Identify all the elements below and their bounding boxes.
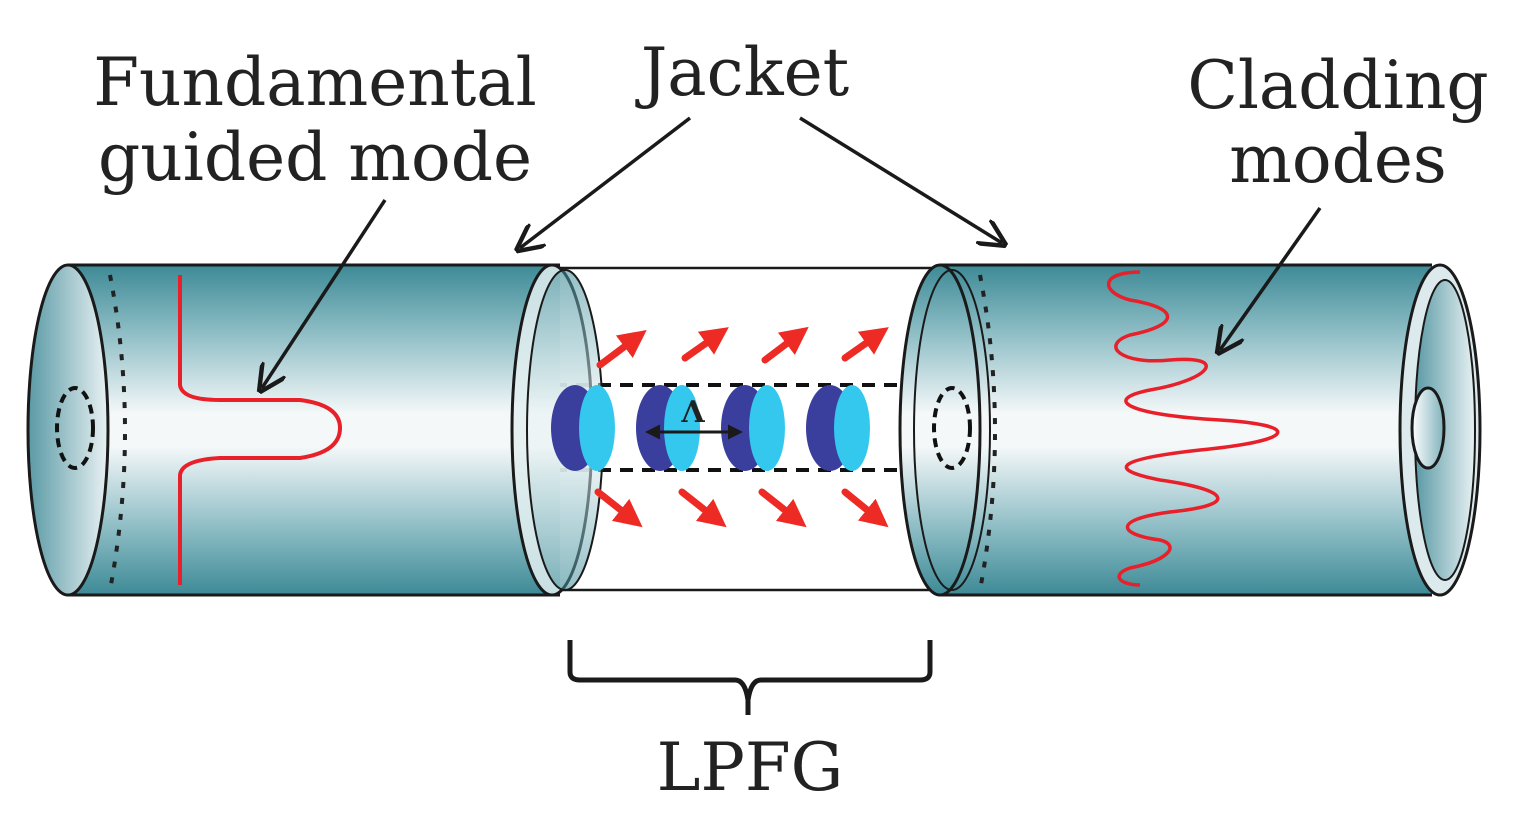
- grating-segment: [551, 385, 615, 471]
- radiation-arrow: [761, 326, 809, 364]
- lpfg-label: LPFG: [657, 729, 844, 806]
- callout-arrows: [262, 116, 1322, 388]
- radiation-arrow: [841, 327, 889, 362]
- jacket-right-callout-arrow: [799, 116, 1002, 243]
- cladding-callout-arrow: [1220, 206, 1322, 350]
- cladding-label-line2: modes: [1229, 121, 1447, 198]
- grating-segment: [806, 385, 870, 471]
- cladding-modes-profile: [1107, 270, 1280, 587]
- jacket-left-callout-arrow: [520, 116, 692, 248]
- period-label: Λ: [680, 395, 705, 430]
- radiation-arrow: [594, 488, 643, 528]
- radiation-arrow: [596, 329, 647, 369]
- bare-fiber-section: [560, 266, 940, 592]
- fundamental-label-line1: Fundamental: [93, 44, 537, 121]
- radiation-arrow: [841, 488, 889, 528]
- cladding-label-line1: Cladding: [1187, 47, 1488, 124]
- grating-segment: [721, 385, 785, 471]
- right-jacket: [898, 263, 1482, 597]
- radiation-arrow: [678, 488, 727, 528]
- radiation-arrow: [681, 327, 729, 362]
- lpfg-brace: [567, 640, 933, 715]
- fundamental-label-line2: guided mode: [98, 119, 532, 196]
- left-jacket: [26, 263, 604, 597]
- radiation-arrow: [758, 488, 807, 528]
- jacket-label: Jacket: [635, 34, 849, 111]
- grating-elements: [551, 385, 870, 471]
- fundamental-callout-arrow: [262, 199, 387, 388]
- fundamental-mode-profile: [178, 275, 343, 585]
- radiated-light-arrows: [594, 326, 889, 528]
